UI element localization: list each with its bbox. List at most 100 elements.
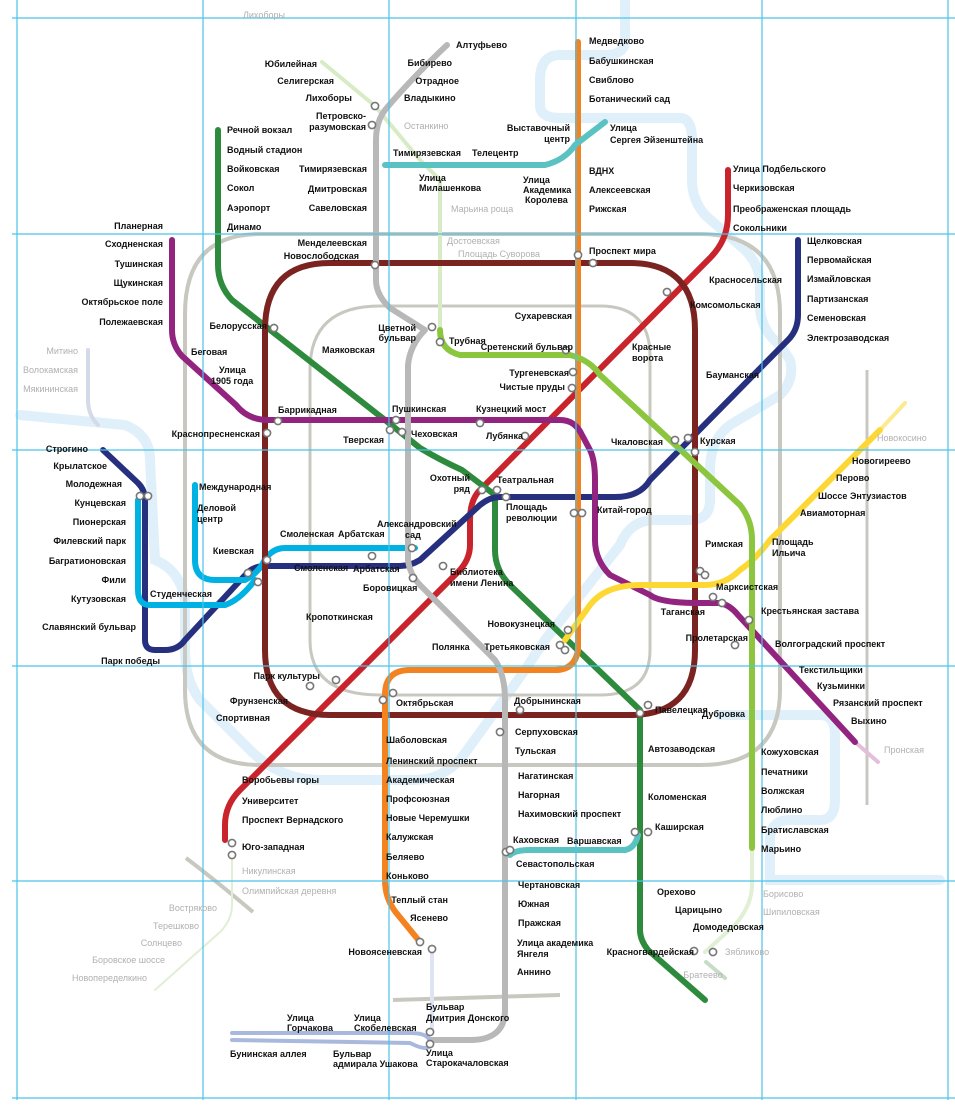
station-label[interactable]: Рязанский проспект xyxy=(833,698,923,708)
station-label[interactable]: Киевская xyxy=(213,546,254,556)
station-label[interactable]: Нагатинская xyxy=(518,771,573,781)
station-label[interactable]: Улица xyxy=(219,365,247,375)
station-label[interactable]: Кунцевская xyxy=(74,498,126,508)
station-label[interactable]: Павелецкая xyxy=(655,705,708,715)
station-label[interactable]: Бунинская аллея xyxy=(230,1049,307,1059)
transfer-station-icon[interactable] xyxy=(569,508,579,518)
planned-station-label[interactable]: Востряково xyxy=(169,903,217,913)
station-label[interactable]: Серпуховская xyxy=(515,727,578,737)
station-label[interactable]: Щелковская xyxy=(807,236,862,246)
station-label[interactable]: Улица Подбельского xyxy=(733,164,826,174)
station-label[interactable]: Сретенский бульвар xyxy=(481,342,574,352)
transfer-station-icon[interactable] xyxy=(501,492,511,502)
station-label[interactable]: центр xyxy=(197,514,223,524)
station-label[interactable]: Алтуфьево xyxy=(456,40,508,50)
station-label[interactable]: Семеновская xyxy=(807,313,866,323)
station-label[interactable]: Сокольники xyxy=(733,223,787,233)
transfer-station-icon[interactable] xyxy=(367,120,377,130)
transfer-station-icon[interactable] xyxy=(253,577,263,587)
station-label[interactable]: Скобелевская xyxy=(354,1023,417,1033)
station-label[interactable]: Ясенево xyxy=(410,913,448,923)
station-label[interactable]: Крылатское xyxy=(53,461,107,471)
station-label[interactable]: Воробьевы горы xyxy=(242,775,319,785)
planned-station-label[interactable]: Братеево xyxy=(683,970,722,980)
transfer-station-icon[interactable] xyxy=(560,645,570,655)
station-label[interactable]: Смоленская xyxy=(294,563,348,573)
station-label[interactable]: Третьяковская xyxy=(484,642,550,652)
station-label[interactable]: 1905 года xyxy=(211,376,254,386)
station-label[interactable]: Сухаревская xyxy=(515,311,572,321)
station-label[interactable]: Таганская xyxy=(661,607,705,617)
station-label[interactable]: Академическая xyxy=(386,775,455,785)
transfer-station-icon[interactable] xyxy=(438,561,448,571)
transfer-station-icon[interactable] xyxy=(492,485,502,495)
station-label[interactable]: Кузьминки xyxy=(817,681,865,691)
station-label[interactable]: бульвар xyxy=(379,333,417,343)
station-label[interactable]: Красные xyxy=(632,342,671,352)
station-label[interactable]: Медведково xyxy=(589,36,645,46)
transfer-station-icon[interactable] xyxy=(143,491,153,501)
station-label[interactable]: Пражская xyxy=(518,918,561,928)
station-label[interactable]: Милашенкова xyxy=(419,183,482,193)
transfer-station-icon[interactable] xyxy=(630,827,640,837)
station-label[interactable]: Полянка xyxy=(432,642,471,652)
planned-station-label[interactable]: Новопеределкино xyxy=(72,973,147,983)
station-label[interactable]: Преображенская площадь xyxy=(733,204,851,214)
station-label[interactable]: Новые Черемушки xyxy=(386,813,470,823)
transfer-station-icon[interactable] xyxy=(683,433,693,443)
station-label[interactable]: Улица xyxy=(426,1048,454,1058)
station-label[interactable]: Домодедовская xyxy=(693,922,764,932)
station-label[interactable]: Проспект Вернадского xyxy=(242,815,344,825)
planned-station-label[interactable]: Олимпийская деревня xyxy=(242,886,336,896)
station-label[interactable]: Юбилейная xyxy=(265,59,317,69)
transfer-station-icon[interactable] xyxy=(388,688,398,698)
station-label[interactable]: Авиамоторная xyxy=(800,508,865,518)
transfer-station-icon[interactable] xyxy=(568,367,578,377)
station-label[interactable]: Речной вокзал xyxy=(227,125,293,135)
station-label[interactable]: Кузнецкий мост xyxy=(476,404,547,414)
station-label[interactable]: Чкаловская xyxy=(611,437,663,447)
transfer-station-icon[interactable] xyxy=(370,101,380,111)
station-label[interactable]: Бауманская xyxy=(706,370,759,380)
station-label[interactable]: Маяковская xyxy=(322,345,375,355)
station-label[interactable]: Трубная xyxy=(449,336,486,346)
planned-station-label[interactable]: Марьина роща xyxy=(451,204,513,214)
station-label[interactable]: Войковская xyxy=(227,164,280,174)
station-label[interactable]: Улица xyxy=(287,1013,315,1023)
station-label[interactable]: Дубровка xyxy=(702,709,746,719)
station-label[interactable]: ВДНХ xyxy=(589,166,614,176)
transfer-station-icon[interactable] xyxy=(385,425,395,435)
station-label[interactable]: Лихоборы xyxy=(306,93,353,103)
station-label[interactable]: Менделеевская xyxy=(298,238,367,248)
station-label[interactable]: Спортивная xyxy=(216,713,270,723)
station-label[interactable]: Динамо xyxy=(227,222,262,232)
transfer-station-icon[interactable] xyxy=(475,418,485,428)
transfer-station-icon[interactable] xyxy=(744,615,754,625)
station-label[interactable]: Сокол xyxy=(227,183,255,193)
station-label[interactable]: Международная xyxy=(199,482,271,492)
station-label[interactable]: Марьино xyxy=(761,844,802,854)
station-label[interactable]: Царицыно xyxy=(675,905,723,915)
station-label[interactable]: Улица xyxy=(523,175,551,185)
transfer-station-icon[interactable] xyxy=(643,700,653,710)
transfer-station-icon[interactable] xyxy=(262,555,272,565)
transfer-station-icon[interactable] xyxy=(273,416,283,426)
transfer-station-icon[interactable] xyxy=(370,260,380,270)
planned-station-label[interactable]: Пронская xyxy=(884,745,924,755)
station-label[interactable]: Черкизовская xyxy=(733,183,795,193)
transfer-station-icon[interactable] xyxy=(391,415,401,425)
station-label[interactable]: Бабушкинская xyxy=(589,56,654,66)
station-label[interactable]: Парк культуры xyxy=(253,671,320,681)
transfer-station-icon[interactable] xyxy=(567,383,577,393)
transfer-station-icon[interactable] xyxy=(407,543,417,553)
station-label[interactable]: Чистые пруды xyxy=(500,382,566,392)
station-label[interactable]: Тургеневская xyxy=(509,368,569,378)
station-label[interactable]: Парк победы xyxy=(101,656,160,666)
station-label[interactable]: Нахимовский проспект xyxy=(518,809,622,819)
station-label[interactable]: Щукинская xyxy=(114,278,163,288)
station-label[interactable]: Пушкинская xyxy=(392,404,446,414)
planned-station-label[interactable]: Мякининская xyxy=(23,384,78,394)
transfer-station-icon[interactable] xyxy=(397,427,407,437)
station-label[interactable]: Тимирязевская xyxy=(393,148,461,158)
station-label[interactable]: Водный стадион xyxy=(227,145,302,155)
